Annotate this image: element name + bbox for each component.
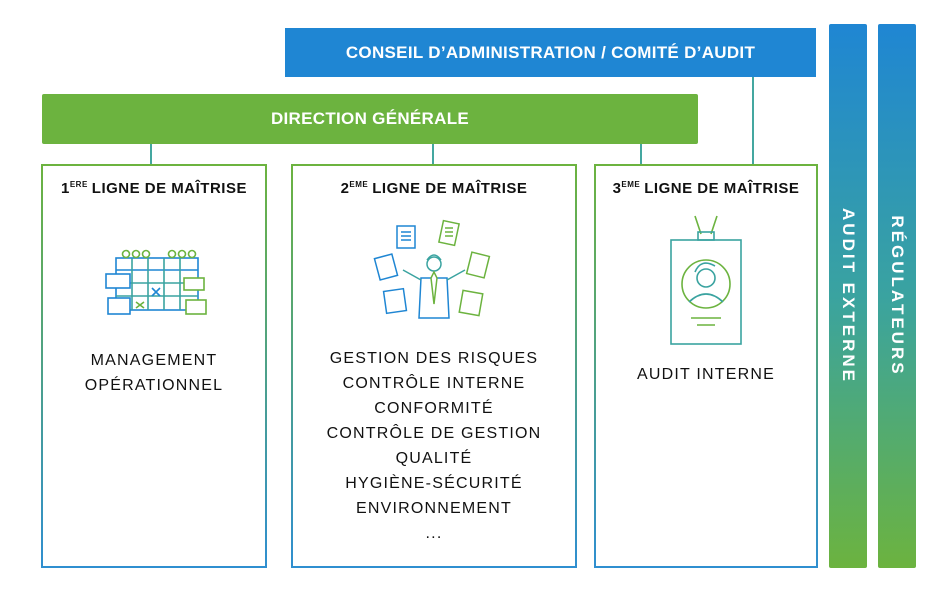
connector-line — [150, 144, 152, 164]
item-environnement: ENVIRONNEMENT — [355, 500, 513, 517]
item-controle-de-gestion: CONTRÔLE DE GESTION — [326, 425, 542, 442]
juggling-documents-person-icon — [373, 219, 491, 319]
item-controle-interne: CONTRÔLE INTERNE — [342, 375, 526, 392]
first-line-items: MANAGEMENT OPÉRATIONNEL — [43, 348, 265, 398]
board-audit-committee-bar: CONSEIL D’ADMINISTRATION / COMITÉ D’AUDI… — [285, 28, 816, 77]
item-qualite: QUALITÉ — [395, 450, 473, 467]
calendar-planning-icon — [105, 249, 207, 315]
item-management: MANAGEMENT — [90, 352, 218, 369]
item-audit-interne: AUDIT INTERNE — [637, 366, 775, 383]
regulators-label: RÉGULATEURS — [888, 215, 907, 377]
connector-line — [752, 77, 754, 164]
connector-line — [640, 144, 642, 164]
general-management-bar: DIRECTION GÉNÉRALE — [42, 94, 698, 144]
item-hygiene-securite: HYGIÈNE-SÉCURITÉ — [345, 475, 523, 492]
item-gestion-des-risques: GESTION DES RISQUES — [329, 350, 539, 367]
external-audit-label: AUDIT EXTERNE — [839, 208, 858, 384]
second-line-items: GESTION DES RISQUES CONTRÔLE INTERNE CON… — [293, 346, 575, 546]
external-audit-bar: AUDIT EXTERNE — [829, 24, 867, 568]
general-management-label: DIRECTION GÉNÉRALE — [270, 109, 470, 128]
item-operationnel: OPÉRATIONNEL — [84, 377, 224, 394]
regulators-bar: RÉGULATEURS — [878, 24, 916, 568]
connector-line — [432, 144, 434, 164]
third-line-items: AUDIT INTERNE — [596, 362, 816, 387]
board-audit-committee-label: CONSEIL D’ADMINISTRATION / COMITÉ D’AUDI… — [345, 42, 756, 62]
id-badge-icon — [670, 215, 742, 345]
item-ellipsis: ... — [425, 525, 443, 542]
item-conformite: CONFORMITÉ — [374, 400, 494, 417]
